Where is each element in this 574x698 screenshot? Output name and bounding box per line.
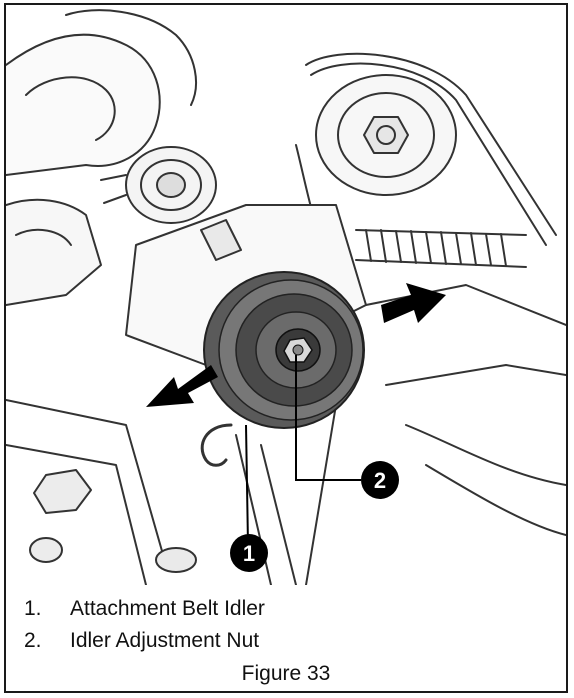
attachment-belt-idler: [203, 271, 365, 429]
callout-2: 2: [361, 461, 399, 499]
tension-spring: [355, 229, 527, 268]
legend-item: 2. Idler Adjustment Nut: [24, 625, 544, 657]
svg-text:2: 2: [374, 468, 386, 493]
legend-item: 1. Attachment Belt Idler: [24, 593, 544, 625]
housing-outline: [6, 33, 161, 176]
legend-label: Idler Adjustment Nut: [70, 629, 260, 652]
arrow-left-icon: [146, 365, 218, 407]
arrow-right-icon: [381, 283, 446, 323]
legend-label: Attachment Belt Idler: [70, 597, 265, 620]
legend-number: 1.: [24, 597, 42, 620]
retaining-clip: [200, 423, 233, 467]
legend-number: 2.: [24, 629, 42, 652]
figure-caption: Figure 33: [241, 662, 331, 685]
frame-rail: [6, 399, 167, 585]
callout-1: 1: [230, 534, 268, 572]
figure-legend: 1. Attachment Belt Idler 2. Idler Adjust…: [24, 593, 544, 657]
leader-line-1: [245, 424, 249, 546]
svg-text:1: 1: [243, 541, 255, 566]
upper-pulley-bolt: [363, 116, 409, 154]
belt-idler-illustration: 1 2: [6, 9, 566, 585]
figure-frame: 1 2 1. Attachment Belt Idler 2. Idler Ad…: [4, 3, 568, 693]
leader-line-2: [295, 355, 361, 481]
